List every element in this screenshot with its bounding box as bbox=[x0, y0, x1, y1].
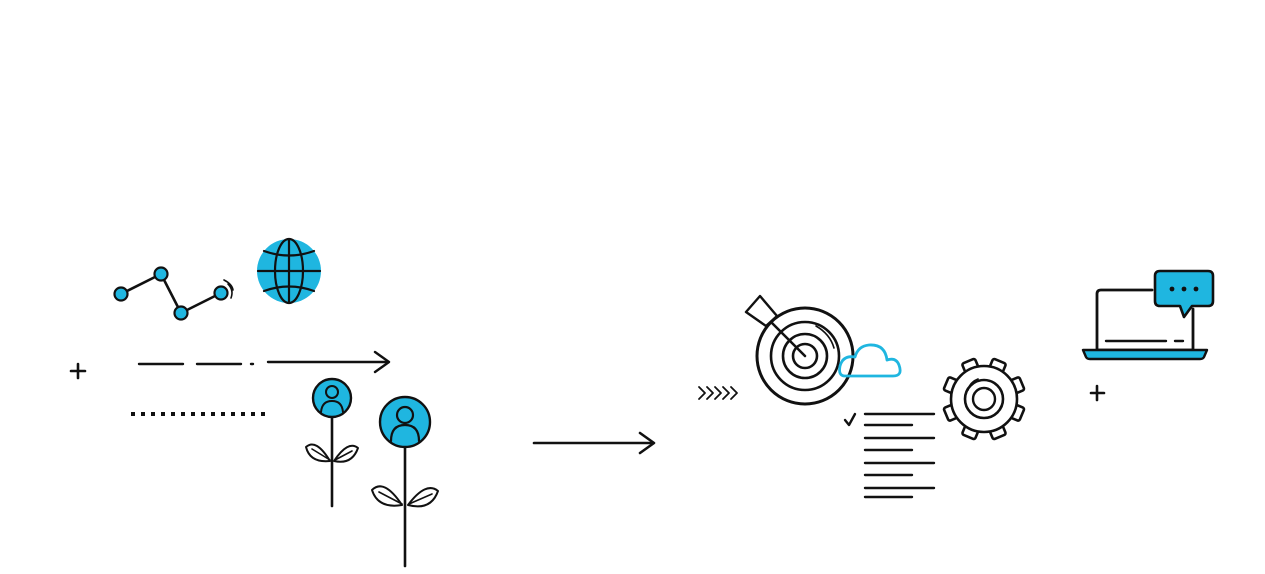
dashed-arrow-icon bbox=[137, 350, 391, 374]
line-graph-icon bbox=[113, 266, 234, 321]
laptop-chat-icon bbox=[1081, 269, 1215, 361]
plus-icon-right bbox=[1089, 384, 1106, 402]
globe-icon bbox=[256, 237, 322, 305]
cloud-icon bbox=[838, 343, 902, 378]
gear-icon bbox=[942, 357, 1026, 441]
chevrons-right-icon bbox=[698, 386, 738, 400]
person-sprout-icon-small bbox=[305, 377, 359, 508]
checklist-icon bbox=[843, 412, 936, 499]
target-with-arrow-icon bbox=[744, 294, 855, 406]
plus-icon-left bbox=[69, 362, 87, 380]
long-arrow-right-icon bbox=[532, 431, 656, 455]
person-sprout-icon-large bbox=[371, 395, 439, 568]
